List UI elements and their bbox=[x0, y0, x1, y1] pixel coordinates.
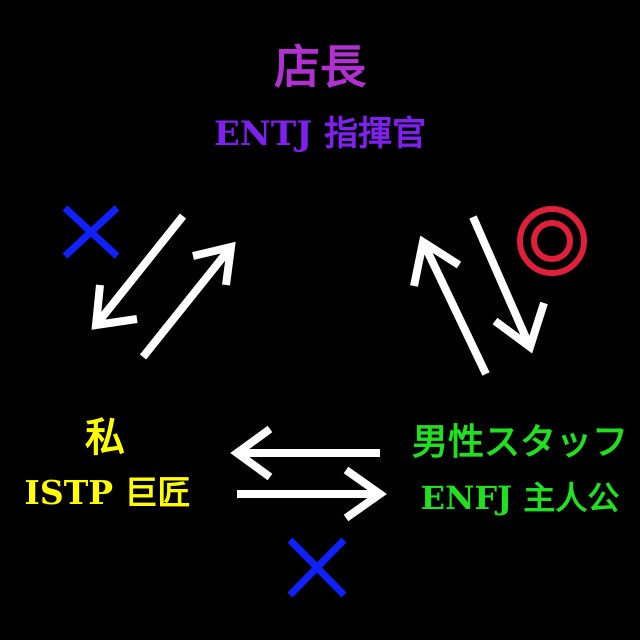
staff-name: 男性スタッフ bbox=[411, 421, 628, 463]
boss-name: 店長 bbox=[274, 40, 366, 94]
me-name: 私 bbox=[85, 414, 125, 461]
arrow-top-to-left bbox=[91, 213, 187, 330]
me-type: ISTP 巨匠 bbox=[24, 473, 191, 512]
cross-icon bbox=[287, 537, 347, 598]
double-circle-icon bbox=[517, 206, 587, 276]
cross-icon bbox=[62, 205, 120, 259]
arrow-left-to-top bbox=[139, 241, 236, 360]
arrow-left-to-right bbox=[237, 466, 387, 522]
boss-type: ENTJ 指揮官 bbox=[213, 114, 427, 154]
staff-type: ENFJ 主人公 bbox=[420, 479, 620, 517]
arrow-right-to-top bbox=[410, 235, 490, 376]
arrow-top-to-right bbox=[469, 215, 548, 354]
arrow-right-to-left bbox=[230, 425, 380, 481]
